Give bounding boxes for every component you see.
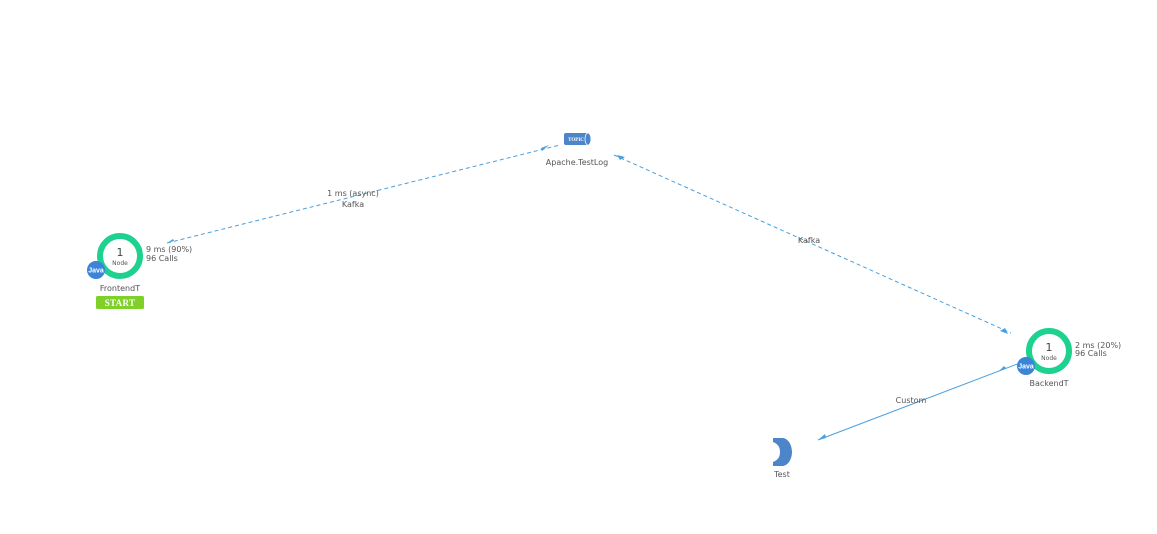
remote-service-icon: [773, 438, 792, 466]
java-icon: Java: [87, 261, 105, 279]
node-time-metric: 2 ms (20%): [1075, 341, 1121, 350]
java-icon: Java: [1017, 357, 1035, 375]
arrow-head-icon: [1000, 328, 1008, 334]
node-topic[interactable]: TOPIC Apache.TestLog: [546, 132, 608, 167]
node-backend[interactable]: 1 Node Java 2 ms (20%) 96 Calls BackendT: [1017, 328, 1121, 388]
arrow-head-icon: [541, 145, 549, 151]
arrow-head-icon: [617, 155, 625, 160]
arrow-head-icon: [818, 434, 826, 440]
node-count: 1: [1046, 341, 1053, 354]
node-name: Apache.TestLog: [546, 158, 608, 167]
edge-type-label: Kafka: [342, 200, 364, 209]
svg-text:TOPIC: TOPIC: [568, 138, 584, 143]
edge-frontend-to-topic[interactable]: 1 ms (async) Kafka: [166, 144, 561, 244]
node-unit: Node: [1041, 355, 1057, 362]
node-name: Test: [773, 470, 790, 479]
start-badge: START: [96, 296, 144, 309]
node-count: 1: [117, 246, 124, 259]
node-time-metric: 9 ms (90%): [146, 245, 192, 254]
node-frontend[interactable]: 1 Node Java 9 ms (90%) 96 Calls Frontend…: [87, 233, 192, 293]
edge-type-label: Custom: [896, 396, 927, 405]
edge-backend-to-test[interactable]: Custom: [817, 362, 1021, 441]
node-name: BackendT: [1029, 379, 1068, 388]
health-ring: [1026, 328, 1072, 374]
topic-icon: TOPIC: [564, 132, 592, 146]
svg-text:Java: Java: [88, 268, 104, 275]
node-unit: Node: [112, 260, 128, 267]
arrow-head-icon: [998, 366, 1006, 372]
arrow-head-icon: [167, 239, 174, 243]
edge-time-label: 1 ms (async): [327, 189, 379, 198]
node-calls-metric: 96 Calls: [146, 254, 178, 263]
node-calls-metric: 96 Calls: [1075, 349, 1107, 358]
node-test[interactable]: Test: [773, 438, 792, 479]
svg-text:START: START: [105, 298, 136, 308]
edge-topic-to-backend[interactable]: Kafka: [613, 154, 1012, 334]
svg-text:Java: Java: [1018, 364, 1034, 371]
health-ring: [97, 233, 143, 279]
node-name: FrontendT: [100, 284, 140, 293]
edge-type-label: Kafka: [798, 236, 820, 245]
